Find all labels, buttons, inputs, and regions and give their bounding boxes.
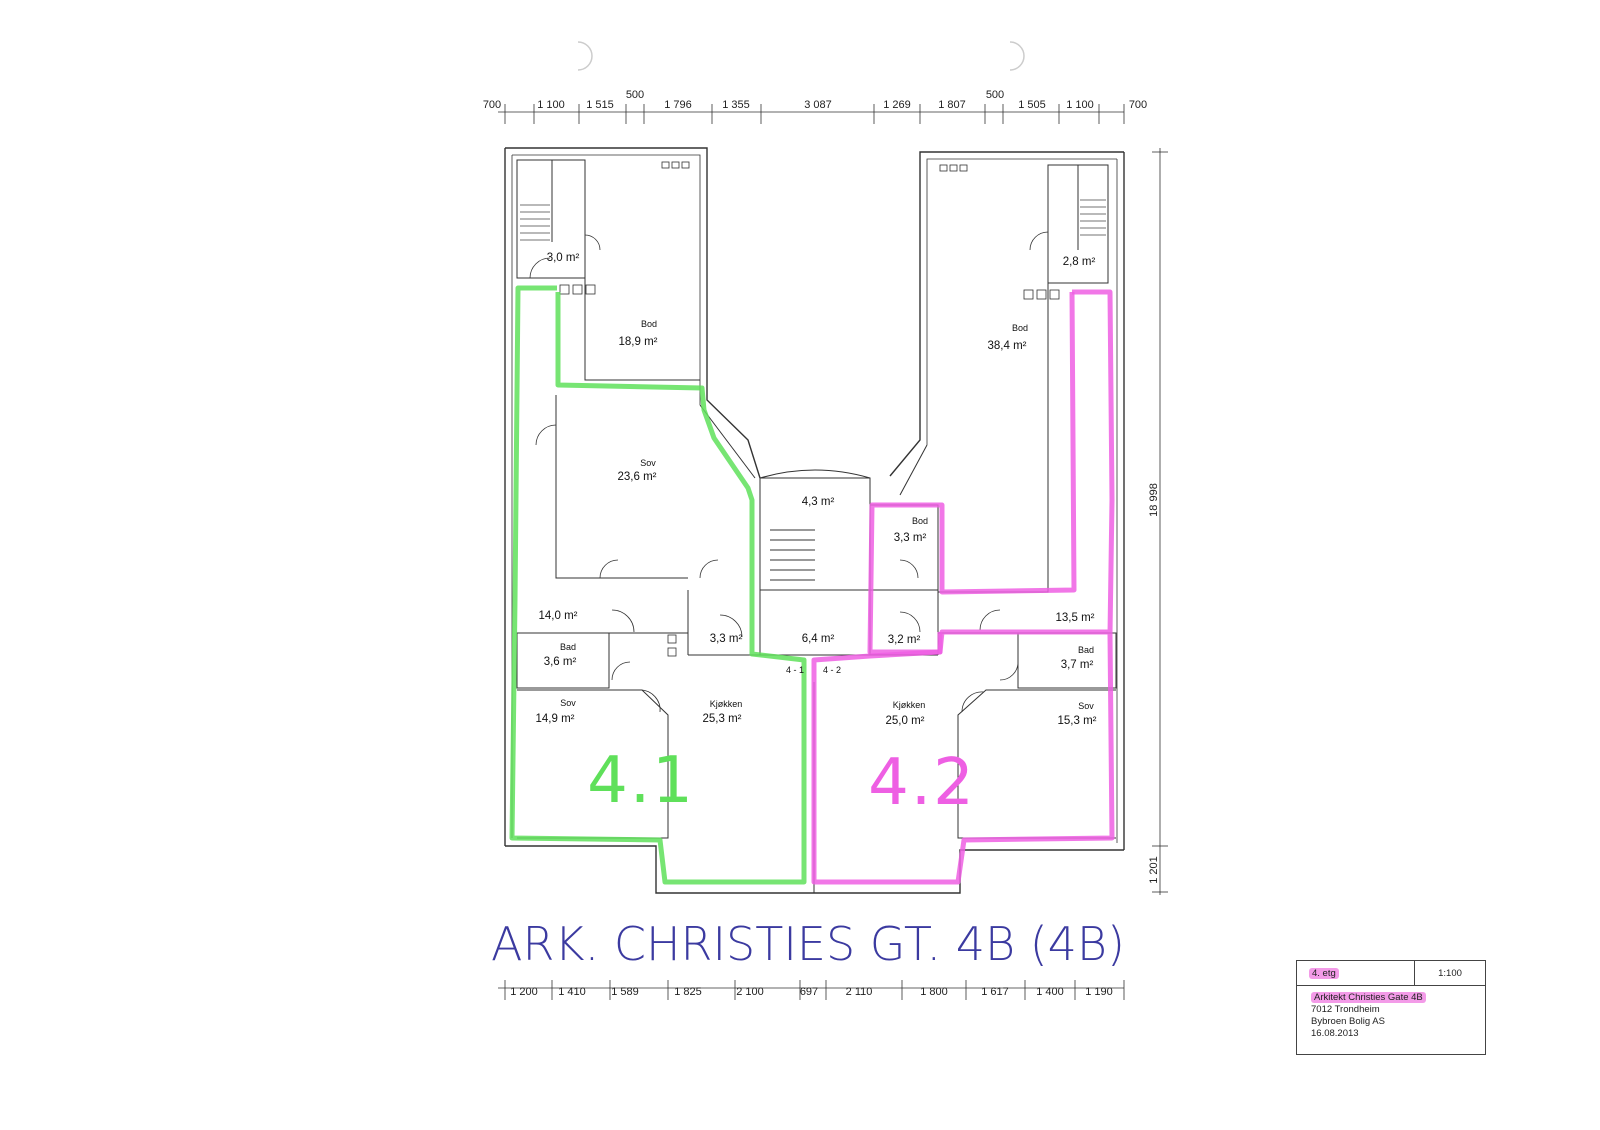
room-area: 15,3 m² — [1058, 715, 1097, 727]
top-dim-label: 1 100 — [537, 99, 565, 111]
room-area: 4,3 m² — [802, 496, 835, 508]
top-dim-label: 1 269 — [883, 99, 911, 111]
handwritten-title: ARK. CHRISTIES GT. 4B (4B) — [491, 917, 1125, 971]
room-name: Sov — [560, 698, 576, 708]
room-area: 18,9 m² — [619, 336, 658, 348]
room-name: Kjøkken — [893, 700, 926, 710]
side-stairs — [520, 199, 1106, 241]
top-dim-label: 1 796 — [664, 99, 692, 111]
unit-tag-left: 4 - 1 — [786, 665, 804, 675]
top-dimension-line — [498, 104, 1125, 124]
room-area: 3,7 m² — [1061, 659, 1094, 671]
room-name: Bod — [641, 319, 657, 329]
bottom-dim-label: 1 410 — [558, 986, 586, 998]
room-name: Sov — [640, 458, 656, 468]
room-area: 25,3 m² — [703, 713, 742, 725]
title-block-header: 4. etg 1:100 — [1297, 961, 1485, 986]
handwritten-unit-4-1: 4.1 — [587, 744, 695, 818]
top-dim-label: 700 — [483, 99, 501, 111]
room-area: 14,9 m² — [536, 713, 575, 725]
binder-hole-right — [1009, 41, 1025, 71]
right-dim-overall: 18 998 — [1148, 483, 1160, 517]
binder-hole-left — [577, 41, 593, 71]
title-block-body: Arkitekt Christies Gate 4B 7012 Trondhei… — [1297, 986, 1485, 1040]
address-line-2: 7012 Trondheim — [1311, 1004, 1380, 1015]
room-area: 38,4 m² — [988, 340, 1027, 352]
unit-4-1-outline — [509, 285, 807, 885]
room-area: 6,4 m² — [802, 633, 835, 645]
bottom-dim-label: 1 190 — [1085, 986, 1113, 998]
top-dim-label: 700 — [1129, 99, 1147, 111]
top-dim-label: 1 515 — [586, 99, 614, 111]
bottom-dimension-labels: 1 200 1 410 1 589 1 825 2 100 697 2 110 … — [510, 986, 1113, 998]
top-dim-label: 1 100 — [1066, 99, 1094, 111]
bottom-dim-label: 2 100 — [736, 986, 764, 998]
room-area: 2,8 m² — [1063, 256, 1096, 268]
top-dim-label: 500 — [986, 89, 1004, 101]
bottom-dim-label: 1 617 — [981, 986, 1009, 998]
room-area: 3,2 m² — [888, 634, 921, 646]
right-dim-bottom: 1 201 — [1148, 856, 1160, 884]
room-area: 3,6 m² — [544, 656, 577, 668]
top-dim-label: 500 — [626, 89, 644, 101]
bottom-dim-label: 1 200 — [510, 986, 538, 998]
scale-label: 1:100 — [1438, 967, 1462, 979]
bottom-dim-label: 1 400 — [1036, 986, 1064, 998]
bottom-dim-label: 1 825 — [674, 986, 702, 998]
unit-4-2-bod-outline — [867, 291, 1077, 655]
address-line-1: Arkitekt Christies Gate 4B — [1311, 992, 1426, 1003]
room-area: 14,0 m² — [539, 610, 578, 622]
top-dim-label: 1 355 — [722, 99, 750, 111]
room-name: Bad — [560, 642, 576, 652]
room-area: 23,6 m² — [618, 471, 657, 483]
room-area: 25,0 m² — [886, 715, 925, 727]
handwritten-unit-4-2: 4.2 — [868, 746, 976, 820]
bottom-dimension-line — [498, 980, 1125, 1000]
door-swings — [529, 231, 1049, 713]
title-block-floor-cell: 4. etg — [1297, 961, 1415, 985]
bottom-dim-label: 697 — [800, 986, 818, 998]
unit-tag-right: 4 - 2 — [823, 665, 841, 675]
top-dim-label: 1 807 — [938, 99, 966, 111]
room-name: Sov — [1078, 701, 1094, 711]
room-area: 3,0 m² — [547, 252, 580, 264]
right-dimension-line — [1152, 148, 1168, 895]
bottom-dim-label: 1 800 — [920, 986, 948, 998]
room-name: Kjøkken — [710, 699, 743, 709]
owner-label: Bybroen Bolig AS — [1311, 1016, 1385, 1027]
bottom-dim-label: 2 110 — [846, 986, 873, 998]
room-name: Bod — [1012, 323, 1028, 333]
title-block: 4. etg 1:100 Arkitekt Christies Gate 4B … — [1296, 960, 1486, 1055]
floor-label: 4. etg — [1309, 967, 1339, 979]
room-name: Bad — [1078, 645, 1094, 655]
date-label: 16.08.2013 — [1311, 1028, 1359, 1039]
bottom-dim-label: 1 589 — [611, 986, 639, 998]
room-area: 13,5 m² — [1056, 612, 1095, 624]
room-area: 3,3 m² — [894, 532, 927, 544]
top-dim-label: 1 505 — [1018, 99, 1046, 111]
room-name: Bod — [912, 516, 928, 526]
fixtures — [559, 161, 1060, 657]
top-dimension-labels: 700 1 100 1 515 500 1 796 1 355 3 087 1 … — [483, 89, 1147, 111]
top-dim-label: 3 087 — [804, 99, 832, 111]
room-labels: 3,0 m² Bod 18,9 m² Sov 23,6 m² 14,0 m² B… — [536, 252, 1097, 727]
room-area: 3,3 m² — [710, 633, 743, 645]
